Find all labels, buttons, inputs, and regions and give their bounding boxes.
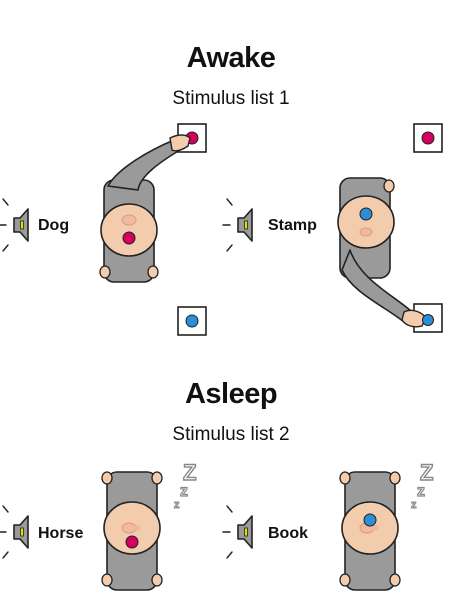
sleep-z-icon-left-mid: z xyxy=(179,482,188,500)
asleep-right-speaker-icon xyxy=(222,505,253,559)
sleep-z-icon-right-mid: z xyxy=(416,482,425,500)
stimulus-word-stamp: Stamp xyxy=(268,217,317,234)
asleep-left-person-figure xyxy=(101,471,163,591)
awake-title: Awake xyxy=(186,42,276,74)
stimulus-word-dog: Dog xyxy=(38,217,70,234)
sleep-z-icon-right-big: Z xyxy=(419,459,434,485)
asleep-title: Asleep xyxy=(184,378,278,410)
awake-left-speaker-icon xyxy=(0,198,29,252)
asleep-left-speaker-icon xyxy=(0,505,29,559)
awake-left-person-figure xyxy=(99,134,191,283)
awake-right-person-figure xyxy=(337,177,434,328)
asleep-subtitle: Stimulus list 2 xyxy=(172,424,290,445)
stimulus-word-horse: Horse xyxy=(38,525,84,542)
stimulus-word-book: Book xyxy=(268,525,308,542)
awake-subtitle: Stimulus list 1 xyxy=(172,88,290,109)
sleep-z-icon-left-big: Z xyxy=(182,459,197,485)
awake-right-target-box-top xyxy=(413,123,443,153)
asleep-right-person-figure xyxy=(339,471,401,591)
awake-right-speaker-icon xyxy=(222,198,253,252)
sleep-z-icon-left-small: z xyxy=(174,499,180,512)
sleep-z-icon-right-small: z xyxy=(411,499,417,512)
awake-left-target-box-bottom xyxy=(177,306,207,336)
